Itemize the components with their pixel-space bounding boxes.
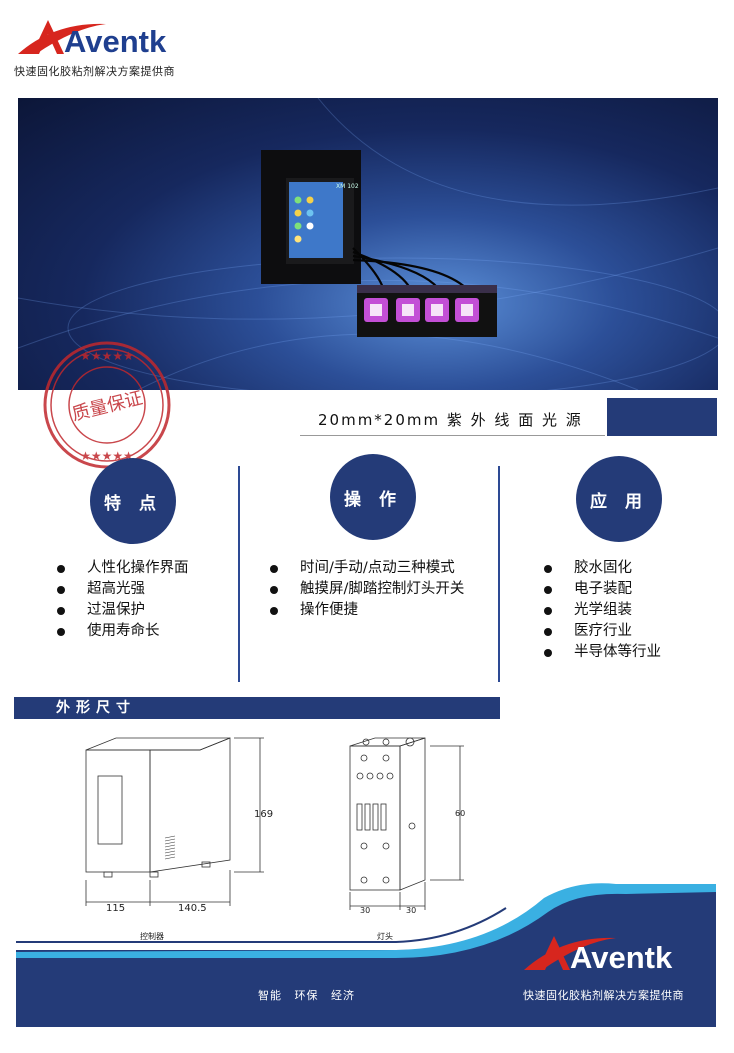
list-item: 胶水固化 xyxy=(544,558,661,579)
column-divider xyxy=(498,466,500,682)
footer-logo: Aventk xyxy=(524,936,673,975)
footer-banner xyxy=(16,883,716,1027)
lamp-width-b: 30 xyxy=(406,906,416,915)
footer-tagline: 快速固化胶粘剂解决方案提供商 xyxy=(523,989,684,1002)
title-accent-block xyxy=(607,398,717,436)
lamp-width-a: 30 xyxy=(360,906,370,915)
list-item: 电子装配 xyxy=(544,579,661,600)
column-divider xyxy=(238,466,240,682)
list-item: 光学组装 xyxy=(544,600,661,621)
quality-stamp: ★★★★★ ★★★★★ 质量保证 xyxy=(43,341,171,469)
controller-device: XM 102 xyxy=(261,150,361,284)
footer-slogan: 智能 环保 经济 xyxy=(258,989,355,1002)
operation-heading: 操 作 xyxy=(330,454,416,540)
uv-lamp-heads xyxy=(357,285,497,337)
controller-caption: 控制器 xyxy=(140,931,164,941)
logo-text: Aventk xyxy=(64,24,167,59)
application-list: 胶水固化 电子装配 光学组装 医疗行业 半导体等行业 xyxy=(544,558,661,663)
features-heading: 特 点 xyxy=(90,458,176,544)
list-item: 过温保护 xyxy=(57,600,189,621)
lamp-caption: 灯头 xyxy=(377,931,393,941)
list-item: 使用寿命长 xyxy=(57,621,189,642)
lamp-height: 60 xyxy=(455,809,465,818)
title-divider xyxy=(300,435,605,436)
list-item: 触摸屏/脚踏控制灯头开关 xyxy=(270,579,464,600)
controller-drawing xyxy=(85,737,264,906)
controller-height: 169 xyxy=(254,809,273,820)
list-item: 操作便捷 xyxy=(270,600,464,621)
application-heading: 应 用 xyxy=(576,456,662,542)
stamp-star-icon: ★★★★★ xyxy=(80,349,134,363)
footer-logo-text: Aventk xyxy=(570,940,673,975)
features-list: 人性化操作界面 超高光强 过温保护 使用寿命长 xyxy=(57,558,189,642)
list-item: 时间/手动/点动三种模式 xyxy=(270,558,464,579)
dimension-drawings: 169 115 140.5 60 30 30 控制器 灯头 xyxy=(85,737,465,941)
header-tagline: 快速固化胶粘剂解决方案提供商 xyxy=(14,65,175,78)
operation-list: 时间/手动/点动三种模式 触摸屏/脚踏控制灯头开关 操作便捷 xyxy=(270,558,464,621)
list-item: 人性化操作界面 xyxy=(57,558,189,579)
stamp-text: 质量保证 xyxy=(70,388,145,426)
dimensions-heading: 外形尺寸 xyxy=(14,697,500,719)
list-item: 医疗行业 xyxy=(544,621,661,642)
lamp-drawing xyxy=(349,737,464,910)
controller-width: 140.5 xyxy=(178,903,207,914)
device-label: XM 102 xyxy=(336,183,359,190)
aventk-logo: Aventk xyxy=(18,20,167,59)
controller-depth: 115 xyxy=(106,903,125,914)
product-title: 20mm*20mm 紫 外 线 面 光 源 xyxy=(318,411,583,429)
list-item: 半导体等行业 xyxy=(544,642,661,663)
list-item: 超高光强 xyxy=(57,579,189,600)
hero-image: XM 102 xyxy=(18,98,718,390)
